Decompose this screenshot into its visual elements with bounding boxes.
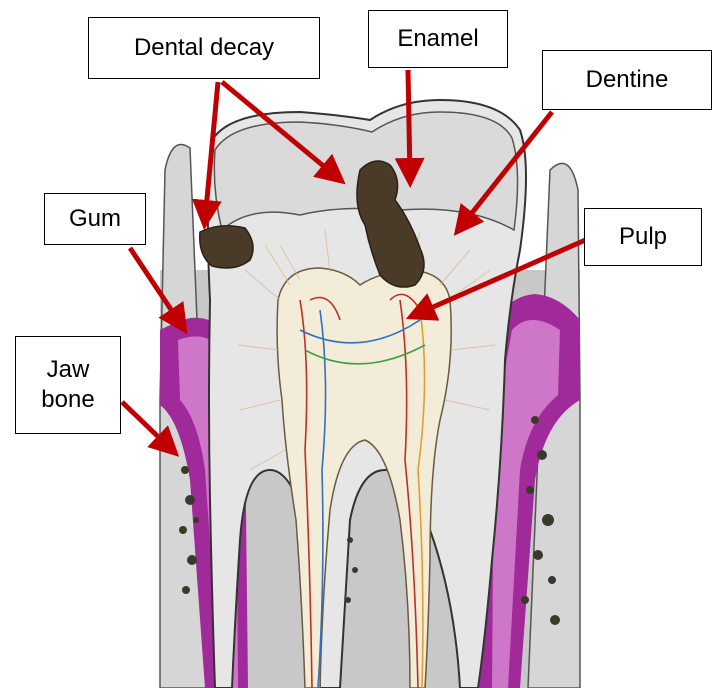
decay-left	[200, 226, 253, 268]
label-jaw-bone-line2: bone	[41, 385, 94, 415]
label-dental-decay: Dental decay	[88, 17, 320, 79]
label-jaw-bone-line1: Jaw	[41, 355, 94, 385]
label-gum: Gum	[44, 193, 146, 245]
label-dentine: Dentine	[542, 50, 712, 110]
label-jaw-bone: Jaw bone	[15, 336, 121, 434]
label-enamel: Enamel	[368, 10, 508, 68]
arrow-enamel	[408, 70, 410, 178]
label-pulp: Pulp	[584, 208, 702, 266]
